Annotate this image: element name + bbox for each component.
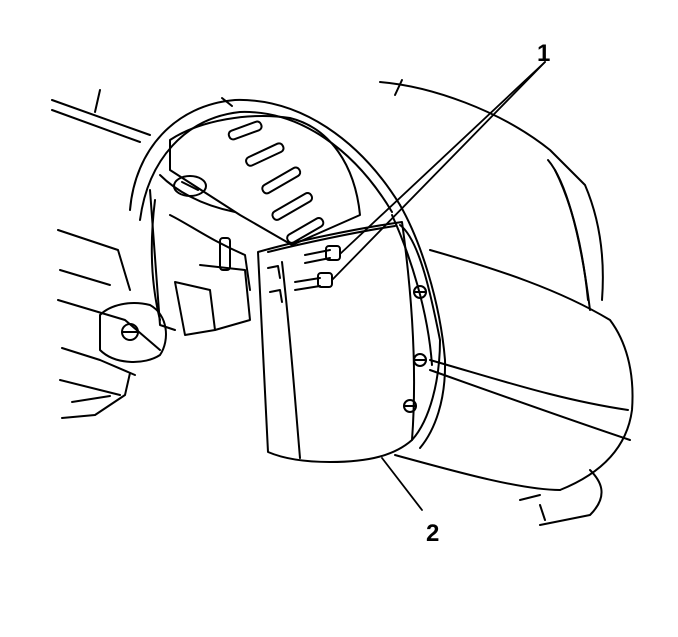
callout-label-2: 2: [426, 520, 440, 547]
splash-shield: [257, 221, 441, 463]
frame-and-suspension: [51, 89, 251, 419]
inner-fender-panel: [159, 115, 361, 246]
body-panel: [379, 79, 634, 526]
leader-lines: [331, 61, 546, 511]
bolts: [294, 245, 341, 291]
wheel-well-arch: [129, 97, 447, 449]
callout-label-1: 1: [537, 40, 551, 67]
